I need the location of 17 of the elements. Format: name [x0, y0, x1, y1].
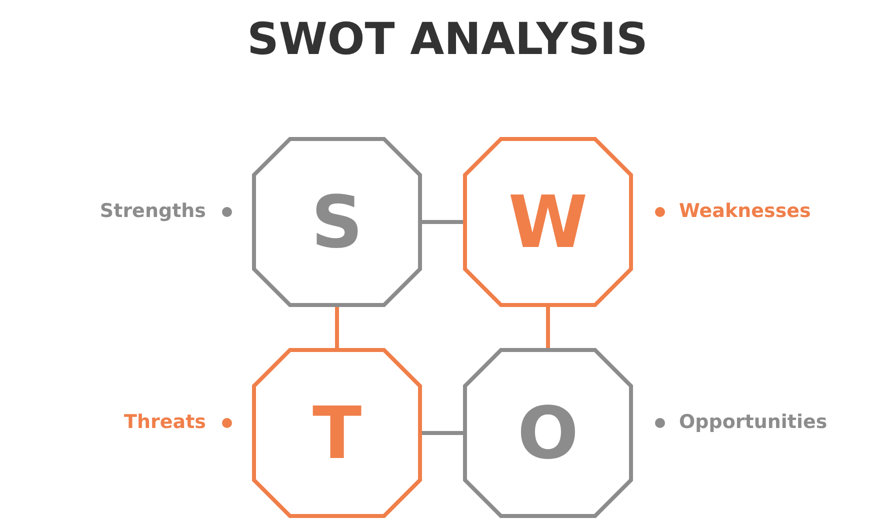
node-letter: S [311, 186, 363, 258]
side-label: Strengths [100, 202, 206, 221]
node-letter: T [312, 397, 362, 469]
connector-line [422, 220, 463, 224]
side-label: Opportunities [679, 413, 828, 432]
connector-line [546, 307, 550, 348]
octagon-box [463, 348, 633, 518]
octagon-box [463, 137, 633, 307]
connector-line [335, 307, 339, 348]
side-label: Threats [124, 413, 206, 432]
node-letter: W [508, 186, 588, 258]
octagon-box [252, 348, 422, 518]
title: SWOT ANALYSIS [246, 14, 649, 65]
side-label: Weaknesses [679, 202, 811, 221]
node-letter: O [517, 397, 579, 469]
connector-line [422, 431, 463, 435]
octagon-box [252, 137, 422, 307]
